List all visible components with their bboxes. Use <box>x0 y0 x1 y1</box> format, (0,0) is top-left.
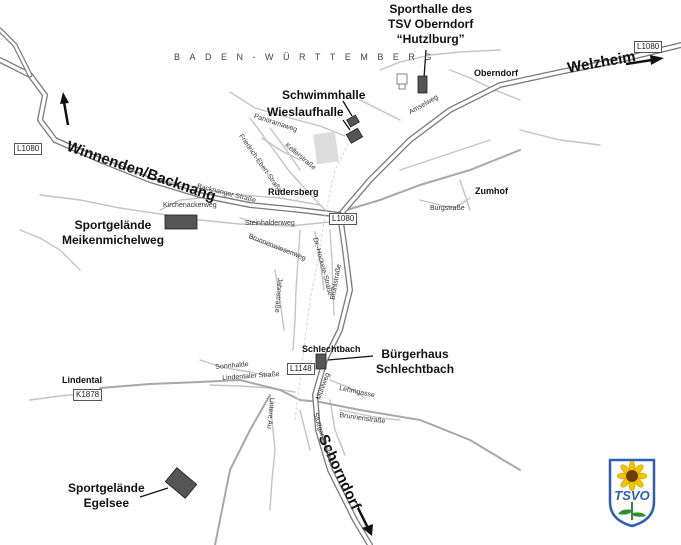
buergerhaus-label: Bürgerhaus Schlechtbach <box>376 347 454 377</box>
tsvo-logo: TSVO <box>608 458 656 528</box>
sporthalle-line1: Sporthalle des <box>389 2 473 16</box>
egelsee-marker <box>164 467 198 499</box>
sporthalle-line2: TSV Oberndorf <box>388 17 474 31</box>
meikenmichelweg-line1: Sportgelände <box>74 218 152 232</box>
sporthalle-line3: “Hutzlburg” <box>396 32 465 46</box>
place-schlechtbach: Schlechtbach <box>302 344 361 354</box>
road-l1080-ne: L1080 <box>634 41 663 53</box>
buergerhaus-line1: Bürgerhaus <box>381 347 449 361</box>
egelsee-label: Sportgelände Egelsee <box>68 481 145 511</box>
tsvo-crest-icon <box>608 458 656 528</box>
road-k1878: K1878 <box>73 389 103 401</box>
wieslaufhalle-label: Wieslaufhalle <box>267 105 344 119</box>
buergerhaus-line2: Schlechtbach <box>376 362 455 376</box>
sporthalle-oberndorf-marker <box>417 75 428 94</box>
meikenmichelweg-marker <box>164 214 198 230</box>
meikenmichelweg-label: Sportgelände Meikenmichelweg <box>62 218 164 248</box>
place-rudersberg: Rudersberg <box>268 187 319 197</box>
meikenmichelweg-line2: Meikenmichelweg <box>62 233 165 247</box>
road-l1148: L1148 <box>287 363 315 375</box>
street-burgstrasse: Burgstraße <box>430 205 465 212</box>
street-kirchenackerweg: Kirchenackerweg <box>163 202 217 209</box>
sunflower-icon <box>616 460 648 492</box>
schwimmhalle-marker <box>346 114 360 128</box>
place-zumhof: Zumhof <box>475 186 508 196</box>
street-steinhaldenweg: Steinhaldenweg <box>245 220 295 227</box>
wieslaufhalle-marker <box>345 127 364 144</box>
road-l1080-center: L1080 <box>329 213 358 225</box>
egelsee-line1: Sportgelände <box>68 481 145 495</box>
place-oberndorf: Oberndorf <box>474 68 518 78</box>
place-lindental: Lindental <box>62 375 102 385</box>
logo-text: TSVO <box>614 488 650 503</box>
schwimmhalle-label: Schwimmhalle <box>282 88 366 102</box>
egelsee-line2: Egelsee <box>83 496 130 510</box>
road-l1080-nw: L1080 <box>14 143 43 155</box>
region-label: BADEN-WÜRTTEMBERG <box>174 52 441 62</box>
buergerhaus-marker <box>315 353 327 370</box>
sporthalle-oberndorf-label: Sporthalle des TSV Oberndorf “Hutzlburg” <box>388 2 473 47</box>
